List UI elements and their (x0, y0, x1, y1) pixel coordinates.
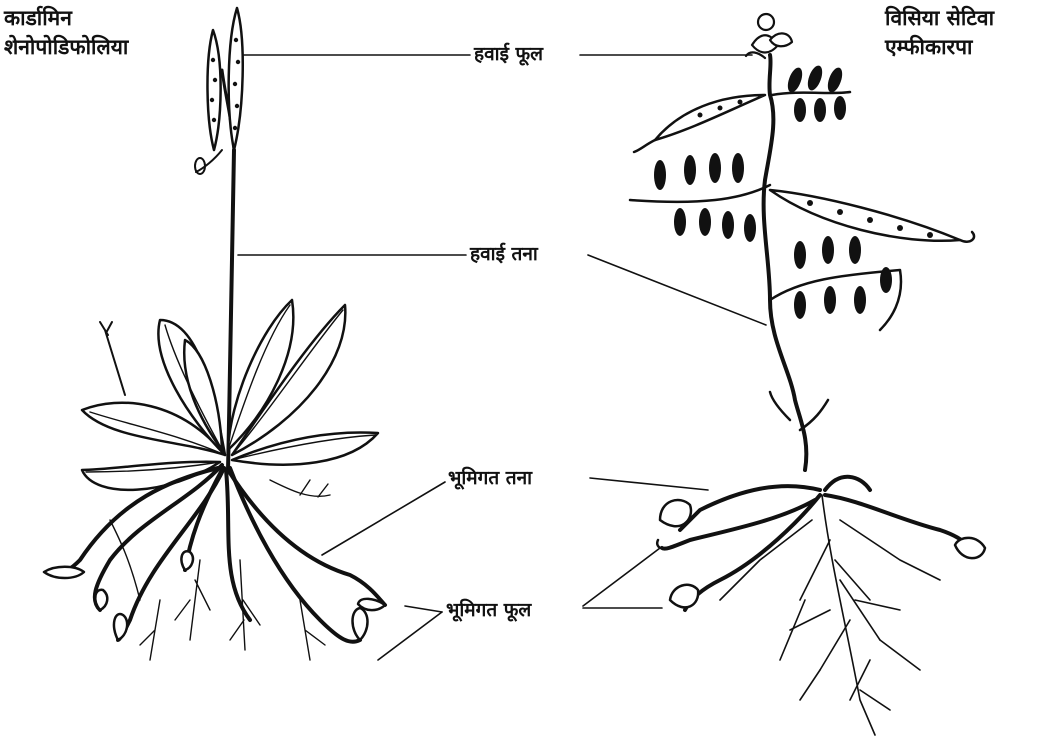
left-underground-flowers (44, 551, 385, 640)
label-underground-flower: भूमिगत फूल (444, 596, 533, 622)
left-plant-title: कार्डामिन शेनोपोडिफोलिया (4, 4, 128, 62)
label-aerial-stem: हवाई तना (468, 240, 540, 266)
right-aerial-flower (746, 14, 792, 58)
left-plant-title-line1: कार्डामिन (4, 4, 128, 33)
label-underground-stem: भूमिगत तना (446, 464, 534, 490)
right-plant-title-line2: एम्फीकारपा (885, 33, 994, 62)
right-plant-title-line1: विसिया सेटिवा (885, 4, 994, 33)
label-aerial-flower: हवाई फूल (472, 40, 545, 66)
right-plant (630, 14, 985, 735)
right-plant-title: विसिया सेटिवा एम्फीकारपा (885, 4, 994, 62)
left-plant (44, 8, 385, 660)
right-underground-stems (662, 477, 968, 610)
right-underground-flowers (657, 500, 985, 607)
left-underground-stems (60, 465, 385, 642)
left-plant-title-line2: शेनोपोडिफोलिया (4, 33, 128, 62)
